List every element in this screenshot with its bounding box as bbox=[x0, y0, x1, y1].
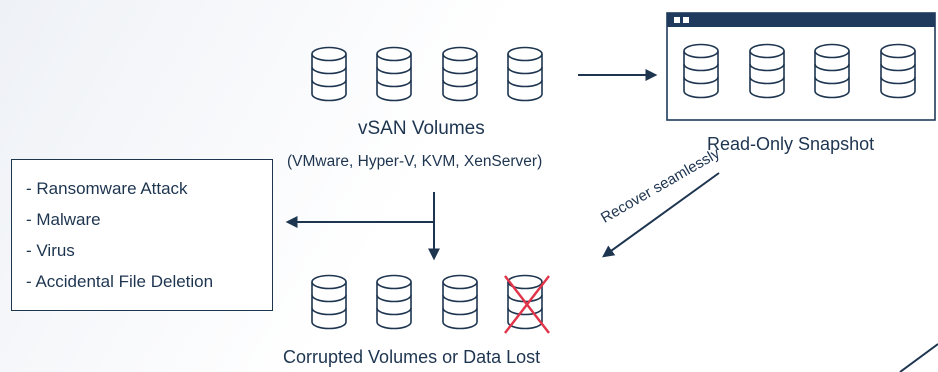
threat-item: - Accidental File Deletion bbox=[26, 272, 214, 291]
database-icon bbox=[507, 46, 543, 102]
threat-item: - Malware bbox=[26, 210, 101, 229]
database-icon bbox=[376, 274, 412, 330]
corrupted-volumes-title: Corrupted Volumes or Data Lost bbox=[283, 347, 541, 367]
database-icon bbox=[376, 46, 412, 102]
database-icon bbox=[442, 46, 478, 102]
database-icon bbox=[311, 274, 347, 330]
snapshot-title: Read-Only Snapshot bbox=[707, 134, 875, 154]
vsan-volumes-subtitle: (VMware, Hyper-V, KVM, XenServer) bbox=[287, 153, 543, 170]
database-icon bbox=[749, 43, 785, 99]
threats-box: - Ransomware Attack - Malware - Virus - … bbox=[11, 159, 273, 311]
vsan-volumes-group bbox=[311, 46, 543, 102]
database-icon bbox=[683, 43, 719, 99]
database-icon bbox=[880, 43, 916, 99]
corrupted-volumes-group bbox=[311, 274, 550, 334]
window-control-icon bbox=[683, 17, 689, 23]
threat-item: - Virus bbox=[26, 241, 75, 260]
arrow-recover bbox=[602, 172, 720, 258]
database-icon bbox=[814, 43, 850, 99]
database-icon bbox=[311, 46, 347, 102]
red-x-cross-icon bbox=[504, 275, 550, 334]
decorative-line bbox=[899, 343, 938, 372]
vsan-volumes-title: vSAN Volumes bbox=[358, 118, 485, 139]
window-control-icon bbox=[674, 17, 680, 23]
snapshot-window bbox=[666, 12, 936, 121]
database-icon bbox=[442, 274, 478, 330]
threat-item: - Ransomware Attack bbox=[26, 179, 188, 198]
